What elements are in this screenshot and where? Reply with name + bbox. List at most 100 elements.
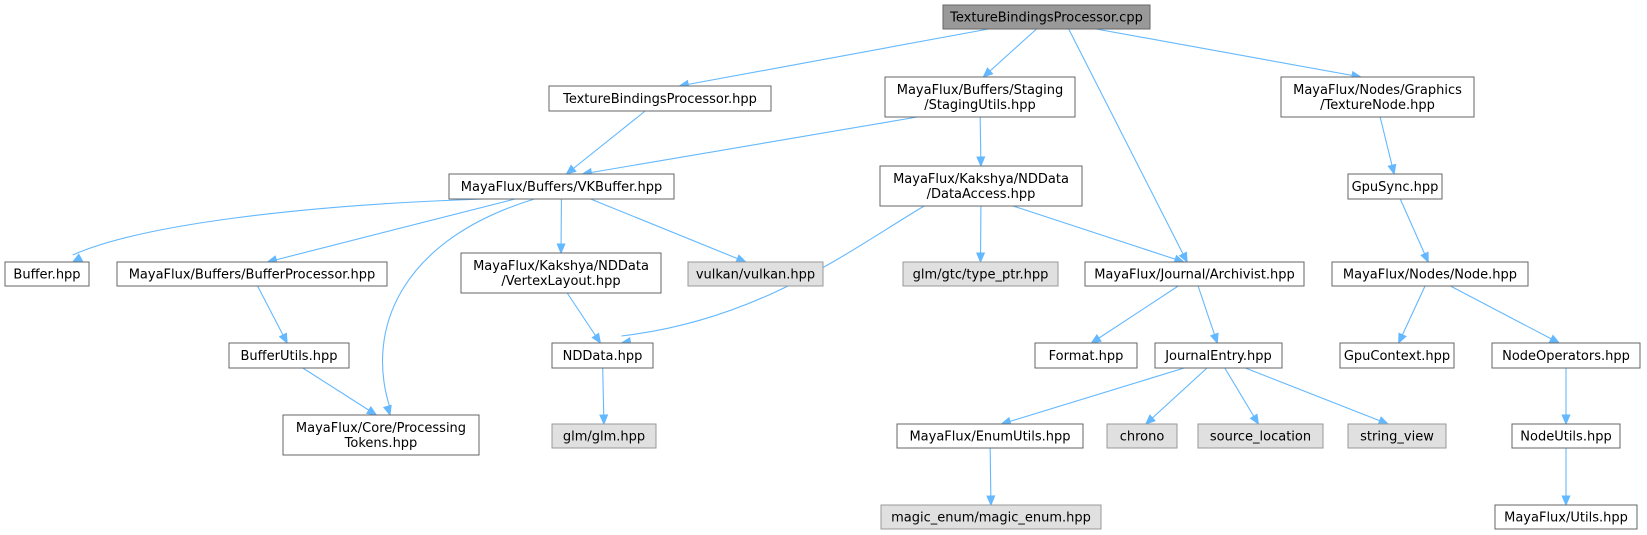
edge-n17-to-n23	[1145, 367, 1208, 425]
node-box	[1280, 76, 1475, 118]
edge-n8-to-n14	[257, 285, 288, 344]
arrowhead-icon	[382, 404, 392, 417]
node-label: MayaFlux/Journal/Archivist.hpp	[1094, 268, 1295, 283]
node-label: MayaFlux/Buffers/Staging	[897, 83, 1064, 98]
node-label: /StagingUtils.hpp	[924, 98, 1036, 113]
node-box	[1084, 261, 1305, 287]
node-vulkan-vulkan-hpp[interactable]: vulkan/vulkan.hpp	[687, 261, 824, 287]
node-mayaflux-buffers-bufferprocessor-hpp[interactable]: MayaFlux/Buffers/BufferProcessor.hpp	[116, 261, 388, 287]
node-texturebindingsprocessor-cpp[interactable]: TextureBindingsProcessor.cpp	[942, 4, 1151, 30]
node-label: string_view	[1360, 430, 1434, 445]
node-box	[551, 342, 654, 369]
edge-n12-to-n17	[1197, 285, 1218, 344]
edge-n2-to-n4	[582, 116, 918, 175]
node-box	[448, 173, 675, 200]
node-box	[879, 165, 1083, 207]
node-box	[282, 414, 480, 456]
edge-n9-to-n15	[566, 292, 601, 344]
node-glm-gtc-type-ptr-hpp[interactable]: glm/gtc/type_ptr.hpp	[902, 261, 1059, 287]
node-glm-glm-hpp[interactable]: glm/glm.hpp	[551, 423, 657, 449]
node-box	[902, 261, 1059, 287]
node-string-view[interactable]: string_view	[1347, 423, 1447, 449]
node-box	[942, 4, 1151, 30]
node-label: MayaFlux/Utils.hpp	[1504, 511, 1628, 526]
node-box	[1347, 423, 1447, 449]
node-box	[460, 252, 662, 294]
node-mayaflux-journal-archivist-hpp[interactable]: MayaFlux/Journal/Archivist.hpp	[1084, 261, 1305, 287]
edge-n17-to-n22	[1001, 367, 1185, 425]
node-label: /DataAccess.hpp	[927, 187, 1036, 202]
arrowhead-icon	[982, 67, 994, 78]
node-box	[1511, 423, 1621, 449]
node-format-hpp[interactable]: Format.hpp	[1034, 342, 1138, 369]
node-label: magic_enum/magic_enum.hpp	[891, 511, 1091, 526]
arrowhead-icon	[1561, 414, 1571, 426]
edge-n4-to-n20	[382, 198, 535, 409]
edge-n6-to-n13	[1399, 198, 1429, 263]
node-nodeoperators-hpp[interactable]: NodeOperators.hpp	[1491, 342, 1641, 369]
arrowhead-icon	[1398, 332, 1407, 345]
node-chrono[interactable]: chrono	[1106, 423, 1178, 449]
node-box	[4, 261, 90, 287]
node-magic-enum-magic-enum-hpp[interactable]: magic_enum/magic_enum.hpp	[880, 504, 1102, 530]
node-label: /VertexLayout.hpp	[501, 274, 620, 289]
node-mayaflux-kakshya-nddata-vertexlayout-hpp[interactable]: MayaFlux/Kakshya/NDData/VertexLayout.hpp	[460, 252, 662, 294]
node-mayaflux-utils-hpp[interactable]: MayaFlux/Utils.hpp	[1494, 504, 1638, 530]
arrowhead-icon	[565, 164, 577, 175]
node-box	[1331, 261, 1529, 287]
node-source-location[interactable]: source_location	[1197, 423, 1324, 449]
edge-n17-to-n25	[1245, 367, 1389, 425]
node-box	[116, 261, 388, 287]
arrowhead-icon	[1178, 251, 1188, 264]
node-label: GpuContext.hpp	[1344, 349, 1450, 364]
node-label: MayaFlux/Nodes/Graphics	[1293, 83, 1462, 98]
node-label: JournalEntry.hpp	[1164, 349, 1272, 364]
arrowhead-icon	[1387, 163, 1397, 176]
edge-n3-to-n6	[1379, 116, 1395, 175]
node-label: MayaFlux/Kakshya/NDData	[893, 172, 1069, 187]
node-label: vulkan/vulkan.hpp	[696, 268, 815, 283]
node-gpusync-hpp[interactable]: GpuSync.hpp	[1347, 173, 1443, 200]
node-journalentry-hpp[interactable]: JournalEntry.hpp	[1154, 342, 1283, 369]
node-mayaflux-nodes-graphics-texturenode-hpp[interactable]: MayaFlux/Nodes/Graphics/TextureNode.hpp	[1280, 76, 1475, 118]
edge-n1-to-n4	[566, 110, 646, 175]
node-nddata-hpp[interactable]: NDData.hpp	[551, 342, 654, 369]
node-label: NDData.hpp	[563, 349, 643, 364]
edge-n17-to-n24	[1224, 367, 1259, 425]
node-label: TextureBindingsProcessor.cpp	[949, 11, 1143, 26]
node-box	[228, 342, 350, 369]
node-label: MayaFlux/Core/Processing	[296, 421, 466, 436]
node-box	[880, 504, 1102, 530]
node-mayaflux-buffers-staging-stagingutils-hpp[interactable]: MayaFlux/Buffers/Staging/StagingUtils.hp…	[884, 76, 1076, 118]
node-label: source_location	[1210, 430, 1311, 445]
node-buffer-hpp[interactable]: Buffer.hpp	[4, 261, 90, 287]
node-mayaflux-enumutils-hpp[interactable]: MayaFlux/EnumUtils.hpp	[896, 423, 1084, 449]
node-mayaflux-buffers-vkbuffer-hpp[interactable]: MayaFlux/Buffers/VKBuffer.hpp	[448, 173, 675, 200]
edge-n22-to-n27	[989, 447, 992, 506]
arrowhead-icon	[1209, 332, 1219, 345]
node-nodeutils-hpp[interactable]: NodeUtils.hpp	[1511, 423, 1621, 449]
node-bufferutils-hpp[interactable]: BufferUtils.hpp	[228, 342, 350, 369]
arrowhead-icon	[365, 406, 378, 416]
arrowhead-icon	[599, 414, 609, 426]
arrowhead-icon	[976, 156, 986, 168]
node-label: chrono	[1120, 430, 1165, 445]
arrowhead-icon	[1561, 495, 1571, 507]
node-label: GpuSync.hpp	[1352, 180, 1439, 195]
edge-n0-to-n2	[982, 28, 1037, 78]
node-layer: TextureBindingsProcessor.cppTextureBindi…	[4, 4, 1641, 530]
arrowhead-icon	[1548, 334, 1561, 344]
arrowhead-icon	[278, 332, 288, 345]
node-texturebindingsprocessor-hpp[interactable]: TextureBindingsProcessor.hpp	[548, 85, 772, 112]
node-gpucontext-hpp[interactable]: GpuContext.hpp	[1339, 342, 1455, 369]
edge-n0-to-n3	[1096, 28, 1362, 78]
edge-n12-to-n16	[1091, 285, 1179, 344]
node-label: /TextureNode.hpp	[1320, 98, 1435, 113]
node-box	[687, 261, 824, 287]
arrowhead-icon	[735, 254, 747, 263]
node-mayaflux-nodes-node-hpp[interactable]: MayaFlux/Nodes/Node.hpp	[1331, 261, 1529, 287]
edge-n0-to-n1	[679, 28, 989, 87]
node-mayaflux-kakshya-nddata-dataaccess-hpp[interactable]: MayaFlux/Kakshya/NDData/DataAccess.hpp	[879, 165, 1083, 207]
